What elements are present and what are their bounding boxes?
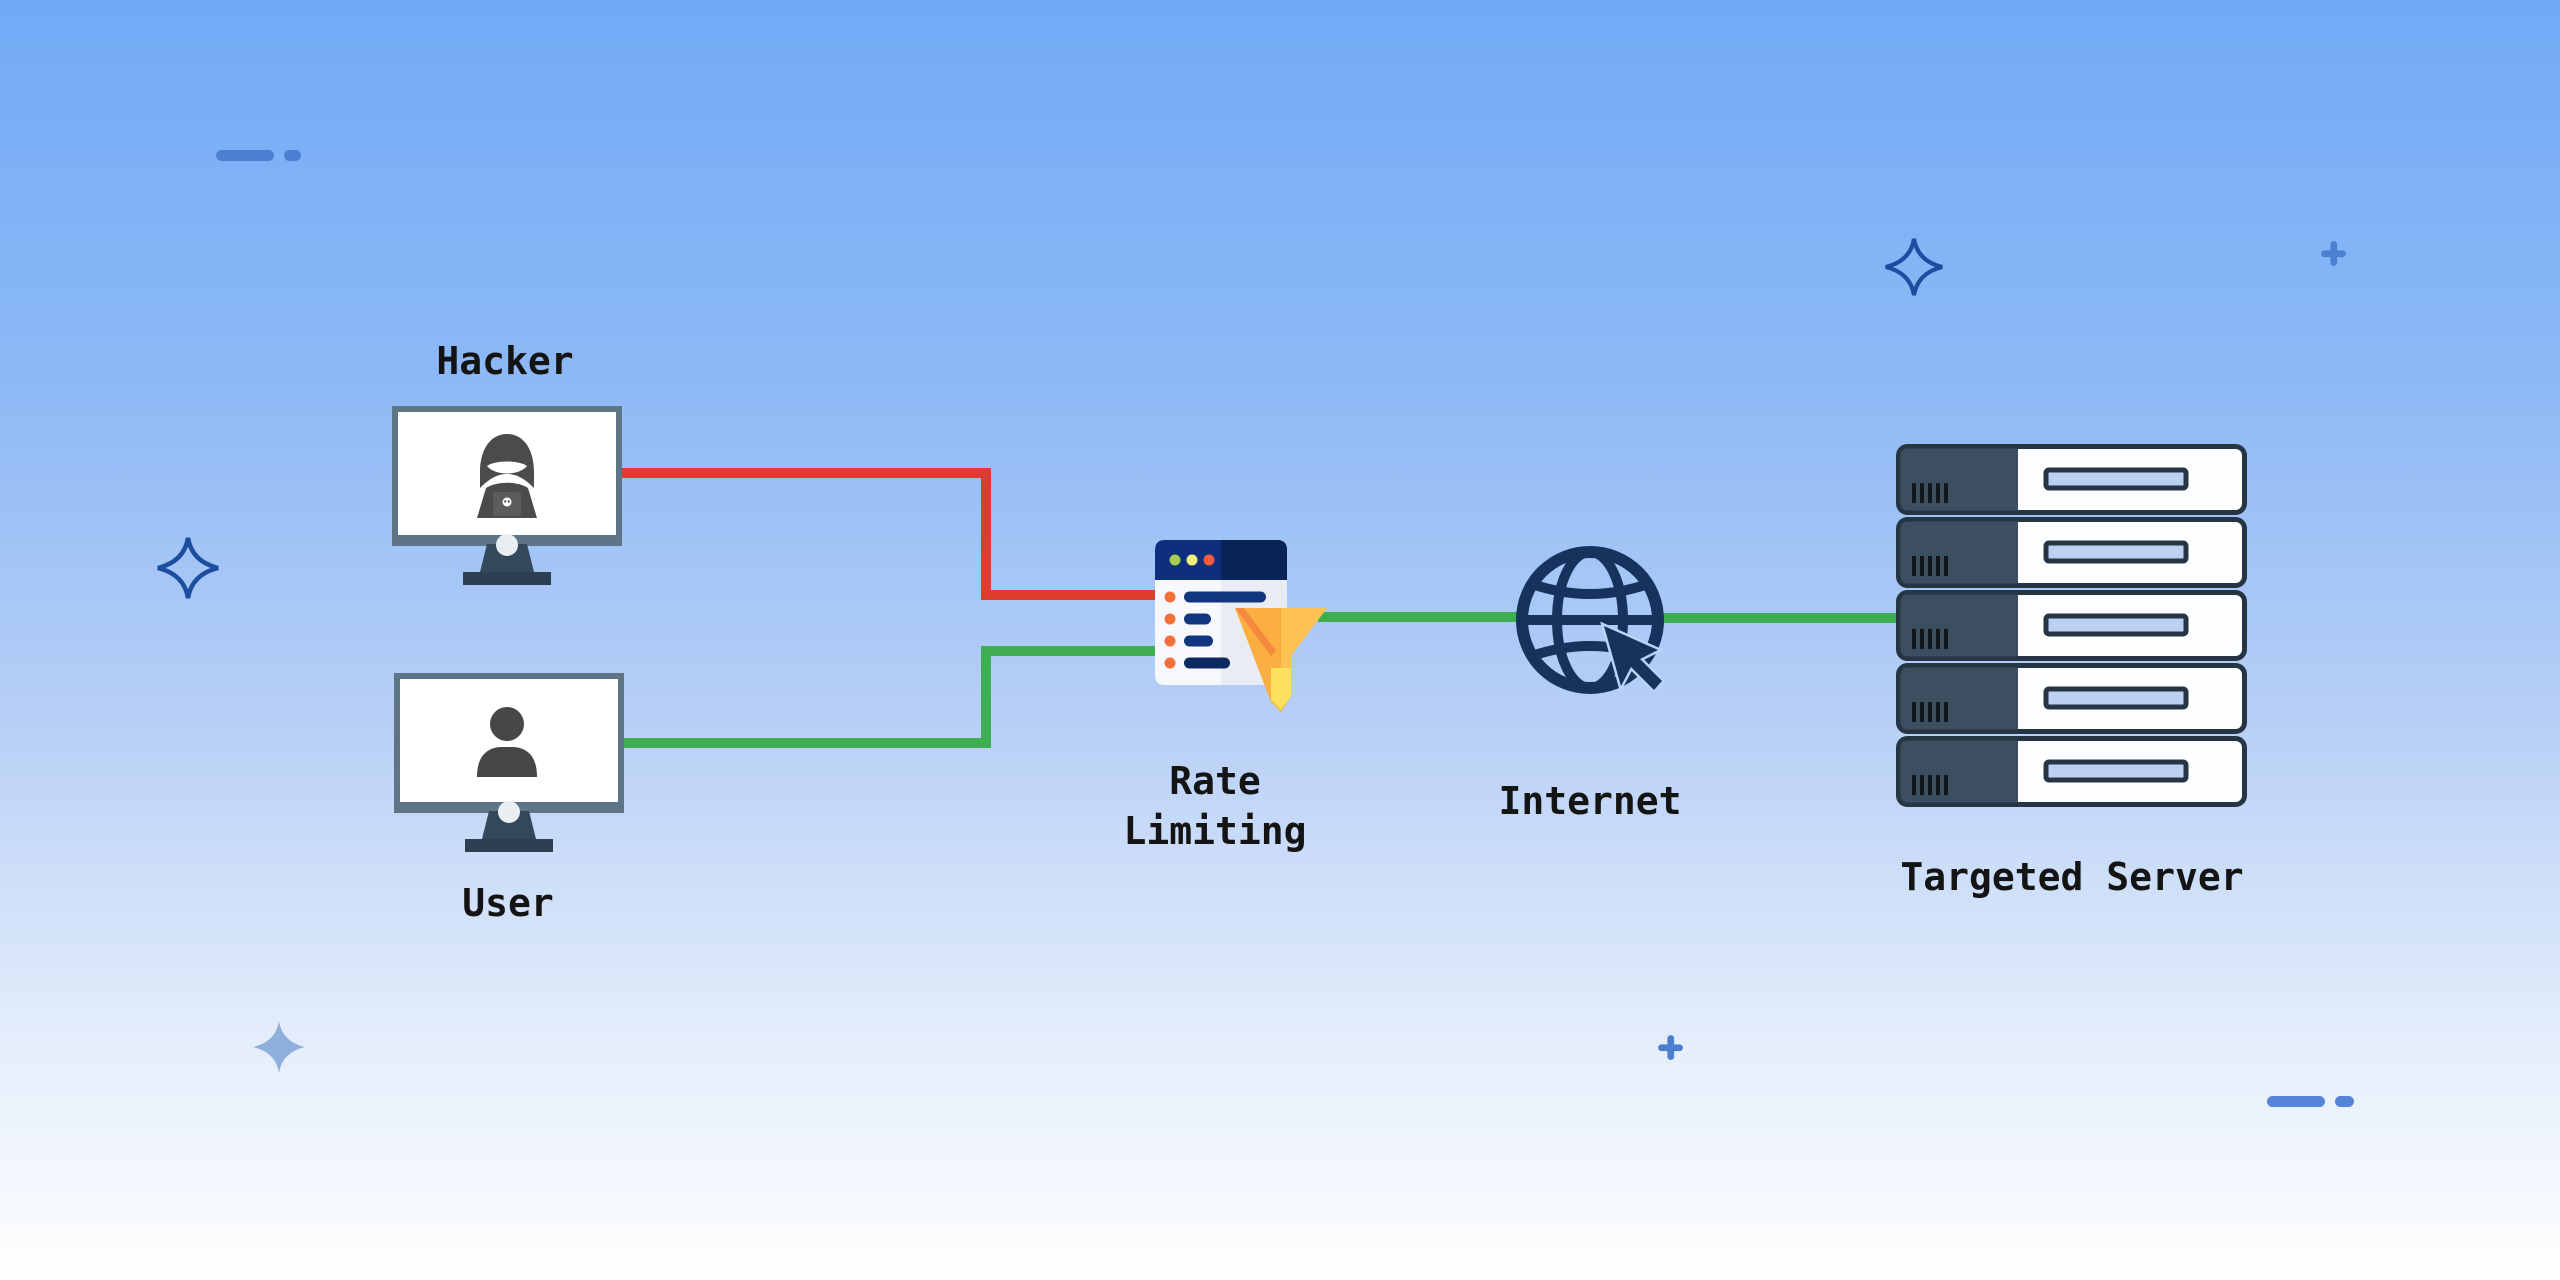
label-internet: Internet [1498, 779, 1682, 823]
server-rack-icon [1896, 444, 2247, 807]
plus-icon [1658, 1035, 1683, 1060]
edge-user-to-ratelimit [621, 646, 1157, 748]
server-unit [1896, 663, 2247, 734]
cursor-arrow-icon [1600, 621, 1666, 694]
dash-pair-icon [216, 150, 301, 161]
label-user: User [462, 881, 554, 925]
hacker-monitor-icon [392, 406, 622, 585]
dash-pair-icon [2267, 1096, 2354, 1107]
globe-cursor-icon [1516, 546, 1666, 694]
node-internet [1512, 538, 1680, 710]
rule-list [1164, 591, 1266, 669]
sparkle-filled-icon [253, 1021, 305, 1073]
server-unit [1896, 444, 2247, 515]
sparkle-icon [157, 537, 219, 599]
label-rate-limiting: Rate Limiting [1123, 759, 1307, 853]
browser-dot-red [1203, 554, 1215, 566]
user-figure-icon [477, 707, 537, 777]
server-unit [1896, 590, 2247, 661]
label-targeted-server: Targeted Server [1900, 855, 2244, 899]
sparkle-icon [1885, 238, 1943, 296]
funnel-icon [1235, 608, 1327, 712]
browser-dot-yellow [1186, 554, 1198, 566]
browser-dot-green [1169, 554, 1181, 566]
hacker-figure-icon [477, 434, 537, 518]
node-hacker [392, 406, 622, 595]
server-unit [1896, 517, 2247, 588]
rate-limit-filter-icon [1155, 540, 1327, 712]
node-targeted-server [1896, 444, 2248, 812]
plus-icon [2321, 241, 2346, 266]
user-monitor-icon [394, 673, 624, 852]
edge-hacker-to-ratelimit [619, 468, 1157, 600]
node-rate-limiting [1155, 540, 1331, 730]
node-user [394, 673, 624, 862]
label-hacker: Hacker [436, 339, 574, 383]
server-unit [1896, 736, 2247, 807]
